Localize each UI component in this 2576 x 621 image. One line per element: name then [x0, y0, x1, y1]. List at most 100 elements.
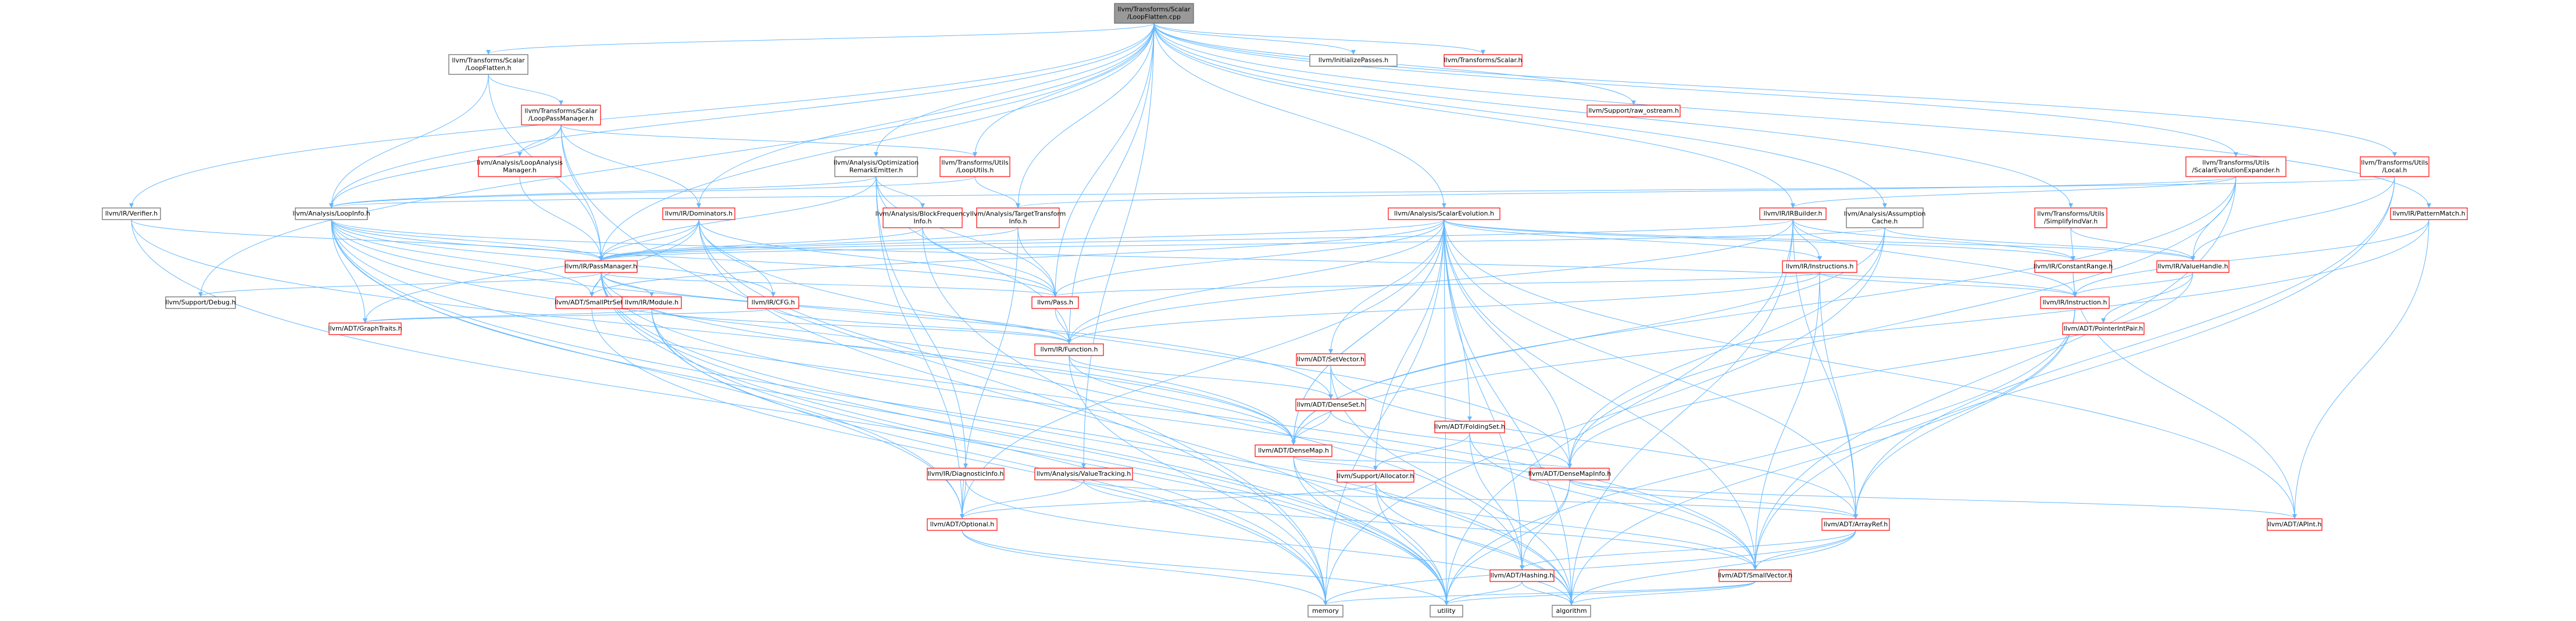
node-scalar[interactable]: llvm/Transforms/Scalar.h — [1444, 54, 1523, 67]
edge-cfg-to-function — [773, 308, 1071, 344]
edge-passmgr-to-sptrset — [589, 272, 602, 297]
edge-scev-to-memory — [1323, 219, 1445, 605]
node-optional-label-line-1: llvm/ADT/Optional.h — [930, 521, 994, 528]
edge-densemapinfo-to-hashing — [1520, 479, 1570, 570]
node-allocator[interactable]: llvm/Support/Allocator.h — [1337, 470, 1414, 483]
node-ore[interactable]: llvm/Analysis/OptimizationRemarkEmitter.… — [834, 156, 919, 177]
edge-function-to-densemap — [1069, 355, 1296, 445]
node-local[interactable]: llvm/Transforms/Utils/Local.h — [2360, 156, 2429, 177]
node-denseset[interactable]: llvm/ADT/DenseSet.h — [1295, 399, 1366, 411]
node-optional-box — [927, 518, 998, 531]
edge-loopinfo-to-sptrset — [331, 219, 594, 297]
node-pass[interactable]: llvm/Pass.h — [1031, 296, 1079, 309]
node-densemap[interactable]: llvm/ADT/DenseMap.h — [1255, 444, 1332, 457]
node-memory-box — [1307, 605, 1344, 618]
node-utility-label-line-1: utility — [1437, 607, 1456, 615]
node-densemapinfo-box — [1530, 468, 1610, 480]
node-function-label-line-1: llvm/IR/Function.h — [1041, 346, 1098, 353]
node-valuehandle-label-line-1: llvm/IR/ValueHandle.h — [2157, 263, 2228, 270]
node-setvector[interactable]: llvm/ADT/SetVector.h — [1296, 353, 1366, 366]
edge-root-to-tti — [1016, 23, 1155, 208]
node-utility[interactable]: utility — [1430, 605, 1463, 618]
node-algorithm[interactable]: algorithm — [1552, 605, 1591, 618]
node-valuetracking[interactable]: llvm/Analysis/ValueTracking.h — [1034, 468, 1133, 480]
edge-instructions-to-pass — [1053, 272, 1820, 297]
node-local-label-line-1: llvm/Transforms/Utils — [2361, 159, 2428, 167]
node-looputils-label-line-2: /LoopUtils.h — [956, 167, 994, 174]
node-rawos[interactable]: llvm/Support/raw_ostream.h — [1587, 105, 1681, 117]
node-valuehandle[interactable]: llvm/IR/ValueHandle.h — [2156, 260, 2230, 273]
node-hashing-box — [1489, 569, 1555, 582]
node-passmgr[interactable]: llvm/IR/PassManager.h — [564, 260, 638, 273]
edge-lf_h-to-loopinfo — [329, 74, 489, 208]
edge-verifier-to-passmgr — [131, 219, 603, 261]
node-root[interactable]: llvm/Transforms/Scalar/LoopFlatten.cpp — [1114, 3, 1194, 24]
node-patmatch[interactable]: llvm/IR/PatternMatch.h — [2390, 207, 2468, 220]
node-function[interactable]: llvm/IR/Function.h — [1034, 343, 1104, 356]
node-sptrset[interactable]: llvm/ADT/SmallPtrSet.h — [555, 296, 629, 309]
edge-root-to-looputils — [973, 23, 1155, 157]
node-arrayref-label-line-1: llvm/ADT/ArrayRef.h — [1824, 521, 1888, 528]
node-loopinfo[interactable]: llvm/Analysis/LoopInfo.h — [292, 207, 370, 220]
node-lpm[interactable]: llvm/Transforms/Scalar/LoopPassManager.h — [521, 105, 601, 125]
node-optional[interactable]: llvm/ADT/Optional.h — [927, 518, 998, 531]
node-arrayref[interactable]: llvm/ADT/ArrayRef.h — [1821, 518, 1890, 531]
edge-loopinfo-to-pass — [331, 219, 1057, 297]
edge-lpm-to-loopinfo — [329, 124, 562, 208]
node-bfi-box — [883, 207, 963, 228]
edge-looputils-to-tti — [974, 176, 1020, 208]
edge-instruction-to-arrayref — [1853, 308, 2075, 519]
node-scevexp[interactable]: llvm/Transforms/Utils/ScalarEvolutionExp… — [2185, 156, 2286, 177]
edge-allocator-to-utility — [1375, 482, 1449, 605]
node-initpasses[interactable]: llvm/InitializePasses.h — [1309, 54, 1398, 67]
node-simplifyiv[interactable]: llvm/Transforms/Utils/SimplifyIndVar.h — [2034, 207, 2107, 228]
node-memory[interactable]: memory — [1307, 605, 1344, 618]
node-apint[interactable]: llvm/ADT/APInt.h — [2267, 518, 2323, 531]
node-dominators[interactable]: llvm/IR/Dominators.h — [662, 207, 735, 220]
node-densemapinfo[interactable]: llvm/ADT/DenseMapInfo.h — [1528, 468, 1612, 480]
edge-module-to-memory — [651, 308, 1328, 605]
edge-valuehandle-to-densemapinfo — [1567, 272, 2193, 468]
edge-scevexp-to-densemap — [1291, 176, 2236, 445]
edge-dominators-to-cfg — [698, 219, 776, 297]
edge-tti-to-pass — [1017, 227, 1057, 297]
node-lpm-label-line-2: /LoopPassManager.h — [528, 115, 594, 123]
node-module[interactable]: llvm/IR/Module.h — [621, 296, 682, 309]
edge-simplifyiv-to-constrange — [2070, 227, 2075, 261]
node-instructions[interactable]: llvm/IR/Instructions.h — [1782, 260, 1857, 273]
edge-densemapinfo-to-apint — [1569, 479, 2297, 519]
node-diaginfo[interactable]: llvm/IR/DiagnosticInfo.h — [927, 468, 1005, 480]
node-lf_h[interactable]: llvm/Transforms/Scalar/LoopFlatten.h — [448, 54, 528, 75]
node-initpasses-label-line-1: llvm/InitializePasses.h — [1319, 56, 1388, 64]
node-loopinfo-label-line-1: llvm/Analysis/LoopInfo.h — [292, 210, 370, 217]
node-instruction[interactable]: llvm/IR/Instruction.h — [2040, 296, 2110, 309]
node-tti-label-line-1: llvm/Analysis/TargetTransform — [970, 210, 1066, 218]
node-lf_h-box — [448, 54, 528, 75]
node-cfg[interactable]: llvm/IR/CFG.h — [747, 296, 799, 309]
node-pass-label-line-1: llvm/Pass.h — [1037, 299, 1073, 306]
edge-irbuilder-to-instruction — [1792, 219, 2077, 297]
node-hashing[interactable]: llvm/ADT/Hashing.h — [1489, 569, 1555, 582]
node-ptrintpair[interactable]: llvm/ADT/PointerIntPair.h — [2062, 322, 2145, 335]
edge-dominators-to-hashing — [698, 219, 1524, 570]
node-instructions-label-line-1: llvm/IR/Instructions.h — [1786, 263, 1854, 270]
node-graphtraits[interactable]: llvm/ADT/GraphTraits.h — [328, 322, 402, 335]
node-ac-label-line-2: Cache.h — [1872, 218, 1898, 225]
node-rawos-box — [1587, 105, 1681, 117]
node-scev[interactable]: llvm/Analysis/ScalarEvolution.h — [1388, 207, 1500, 220]
node-verifier[interactable]: llvm/IR/Verifier.h — [102, 207, 161, 220]
node-irbuilder[interactable]: llvm/IR/IRBuilder.h — [1759, 207, 1827, 220]
node-constrange[interactable]: llvm/IR/ConstantRange.h — [2034, 260, 2113, 273]
node-scevexp-box — [2185, 156, 2286, 177]
edge-instruction-to-utility — [1444, 308, 2075, 605]
node-looputils[interactable]: llvm/Transforms/Utils/LoopUtils.h — [939, 156, 1010, 177]
edge-root-to-function — [1067, 23, 1155, 344]
node-debug[interactable]: llvm/Support/Debug.h — [165, 296, 236, 309]
node-foldingset[interactable]: llvm/ADT/FoldingSet.h — [1434, 421, 1505, 433]
node-smallvector[interactable]: llvm/ADT/SmallVector.h — [1718, 569, 1793, 582]
